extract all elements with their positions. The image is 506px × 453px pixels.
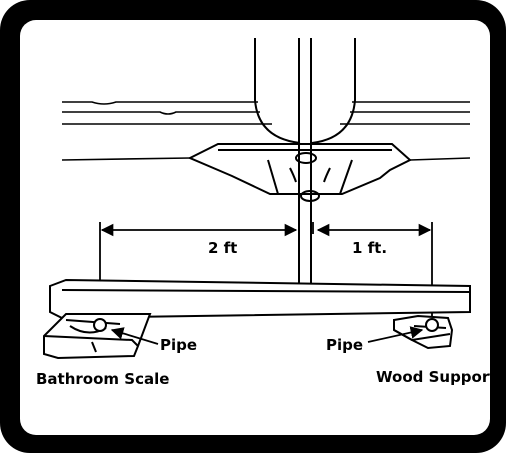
flange-inner-right: [339, 159, 353, 195]
diagram-canvas: 2 ft 1 ft. Pipe Pipe Bathroom Scale Wood…: [36, 38, 490, 388]
left-pipe-leader: [110, 327, 159, 345]
tank-right-wall: [311, 38, 356, 144]
left-distance-label: 2 ft: [208, 239, 237, 257]
pipe-circles: [93, 318, 439, 332]
flange-top-hole: [295, 152, 317, 164]
tank-left-wall: [254, 38, 301, 144]
beam: [49, 278, 471, 320]
bathroom-scale: [43, 313, 152, 360]
right-pipe-circle: [425, 318, 439, 332]
tank-body: [254, 38, 356, 144]
flange-assembly: [187, 143, 412, 202]
left-pipe-label: Pipe: [160, 336, 197, 354]
pipe-leader-lines: [110, 326, 424, 345]
floor-slab: [61, 101, 471, 161]
bathroom-scale-label: Bathroom Scale: [36, 370, 169, 388]
diagram-panel: 2 ft 1 ft. Pipe Pipe Bathroom Scale Wood…: [20, 20, 490, 435]
wood-support-label: Wood Support: [376, 368, 490, 386]
wood-support: [393, 314, 454, 350]
left-pipe-circle: [93, 318, 107, 332]
flange-diamond: [187, 143, 412, 195]
right-pipe-leader: [367, 326, 424, 343]
right-distance-label: 1 ft.: [352, 239, 387, 257]
flange-inner-left: [267, 159, 279, 195]
right-pipe-label: Pipe: [326, 336, 363, 354]
